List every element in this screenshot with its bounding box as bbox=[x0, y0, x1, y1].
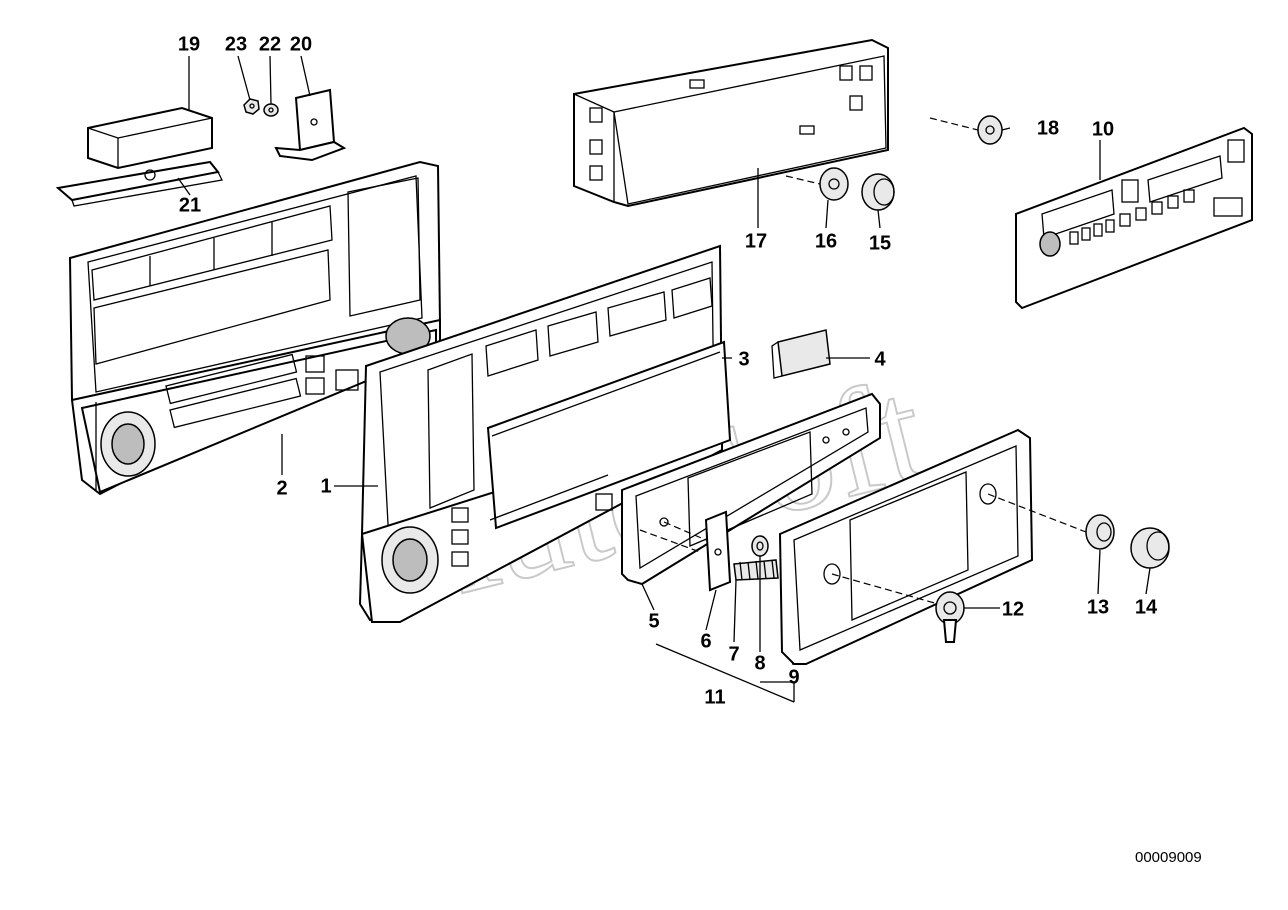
callout-13: 13 bbox=[1087, 596, 1109, 618]
part-4-cover-clip bbox=[771, 329, 831, 379]
part-19-foam-pad bbox=[87, 106, 213, 170]
callout-labels: 19 23 22 20 21 2 1 3 4 5 6 7 8 9 10 11 1… bbox=[178, 33, 1158, 708]
callout-9: 9 bbox=[788, 666, 799, 688]
callout-10: 10 bbox=[1092, 118, 1114, 140]
reference-code: 00009009 bbox=[1135, 849, 1202, 866]
callout-15: 15 bbox=[869, 232, 891, 254]
callout-21: 21 bbox=[179, 194, 201, 216]
callout-23: 23 bbox=[225, 33, 247, 55]
part-7-screw bbox=[733, 559, 779, 581]
callout-4: 4 bbox=[874, 348, 886, 370]
callout-19: 19 bbox=[178, 33, 200, 55]
callout-1: 1 bbox=[320, 475, 331, 497]
part-3-glass-panel bbox=[486, 340, 732, 530]
callout-6: 6 bbox=[700, 630, 711, 652]
callout-5: 5 bbox=[648, 610, 659, 632]
part-20-clip bbox=[274, 88, 347, 162]
callout-14: 14 bbox=[1135, 596, 1158, 618]
part-12-knob-ring bbox=[935, 591, 965, 643]
callout-12: 12 bbox=[1002, 598, 1024, 620]
leader-lines bbox=[177, 55, 1151, 703]
part-22-washer bbox=[263, 103, 279, 117]
part-9-front-bezel bbox=[778, 428, 1034, 665]
part-8-washer bbox=[751, 535, 769, 557]
callout-16: 16 bbox=[815, 230, 837, 252]
part-17-radio-cage bbox=[573, 38, 889, 208]
part-2-console-frame bbox=[68, 160, 442, 496]
part-23-nut bbox=[243, 98, 260, 115]
part-18-grommet bbox=[977, 115, 1003, 145]
part-14-knob bbox=[1130, 527, 1170, 569]
callout-8: 8 bbox=[754, 652, 765, 674]
part-6-clamp-plate bbox=[704, 510, 732, 592]
callout-17: 17 bbox=[745, 230, 767, 252]
part-16-knob-shaft bbox=[819, 167, 849, 201]
callout-18: 18 bbox=[1037, 117, 1059, 139]
callout-7: 7 bbox=[728, 643, 739, 665]
callout-2: 2 bbox=[276, 477, 287, 499]
part-21-bracket bbox=[55, 160, 223, 207]
callout-22: 22 bbox=[259, 33, 281, 55]
callout-3: 3 bbox=[738, 348, 749, 370]
part-5-inner-bezel bbox=[621, 392, 881, 586]
part-10-faceplate bbox=[1015, 126, 1253, 310]
callout-20: 20 bbox=[290, 33, 312, 55]
part-15-knob bbox=[861, 173, 895, 211]
part-13-spacer-ring bbox=[1085, 514, 1115, 550]
callout-11: 11 bbox=[704, 686, 725, 708]
